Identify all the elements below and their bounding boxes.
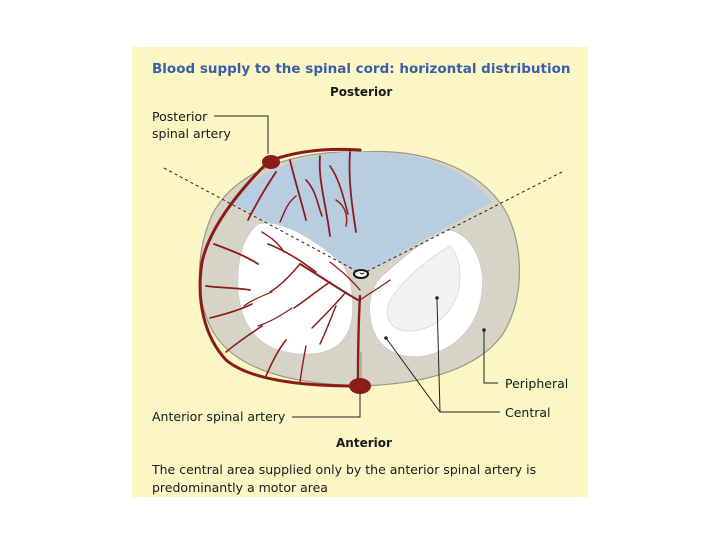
anterior-label: Anterior xyxy=(336,436,392,450)
caption-line-2: predominantly a motor area xyxy=(152,479,572,497)
anterior-spinal-artery-node xyxy=(349,378,371,394)
figure-caption: The central area supplied only by the an… xyxy=(152,461,572,497)
caption-line-1: The central area supplied only by the an… xyxy=(152,461,572,479)
posterior-spinal-artery-node xyxy=(262,155,280,169)
anterior-spinal-artery-label: Anterior spinal artery xyxy=(152,409,285,424)
peripheral-label: Peripheral xyxy=(505,376,568,391)
posterior-spinal-artery-label-line2: spinal artery xyxy=(152,125,231,142)
posterior-spinal-artery-label-line1: Posterior xyxy=(152,108,231,125)
posterior-label: Posterior xyxy=(330,85,392,99)
posterior-spinal-artery-label: Posterior spinal artery xyxy=(152,108,231,142)
central-label: Central xyxy=(505,405,551,420)
figure-title: Blood supply to the spinal cord: horizon… xyxy=(152,61,570,77)
